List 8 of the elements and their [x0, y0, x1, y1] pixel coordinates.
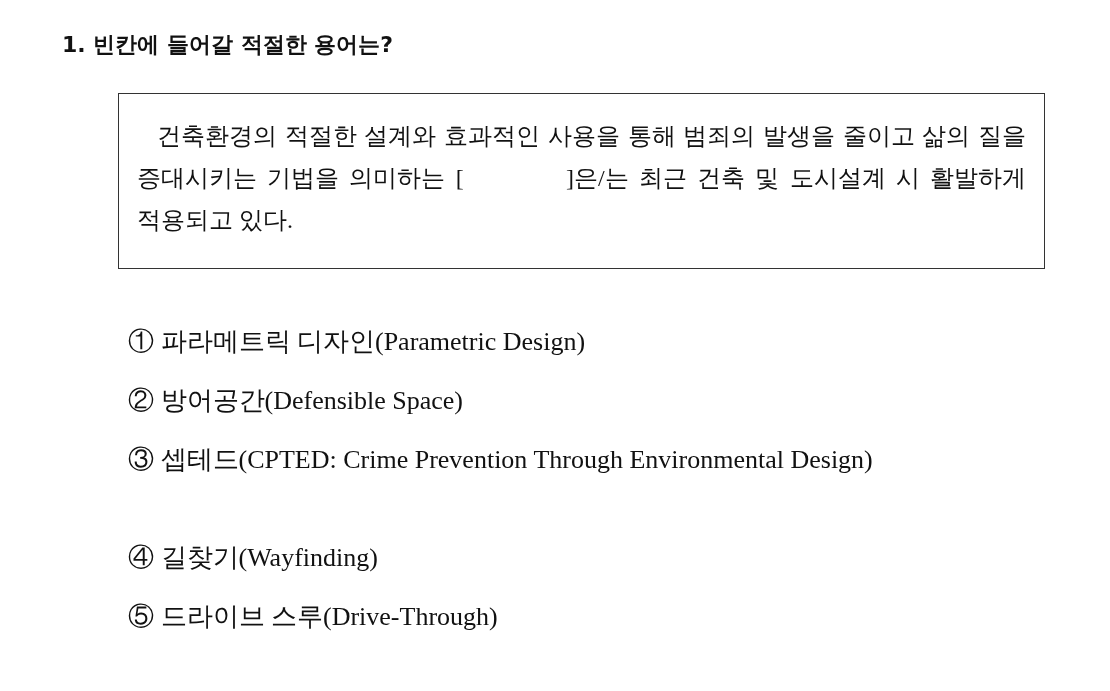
answer-option: ① 파라메트릭 디자인(Parametric Design): [128, 322, 1040, 362]
passage-box: [118, 93, 1045, 269]
passage-text: 건축환경의 적절한 설계와 효과적인 사용을 통해 범죄의 발생을 줄이고 삶의 질을 증대시키는 기법을 의미하는 [ ]은/는 최근 건축 및 도시설계 시 활발하게 적용되고 있다.: [137, 122, 1026, 235]
answer-option: ② 방어공간(Defensible Space): [128, 381, 1040, 421]
question-title: 1. 빈칸에 들어갈 적절한 용어는?: [62, 31, 394, 59]
answer-option: ③ 셉테드(CPTED: Crime Prevention Through Environmental Design): [128, 440, 1040, 480]
answer-option: ⑤ 드라이브 스루(Drive-Through): [128, 597, 1040, 637]
answer-option: ④ 길찾기(Wayfinding): [128, 538, 1040, 578]
